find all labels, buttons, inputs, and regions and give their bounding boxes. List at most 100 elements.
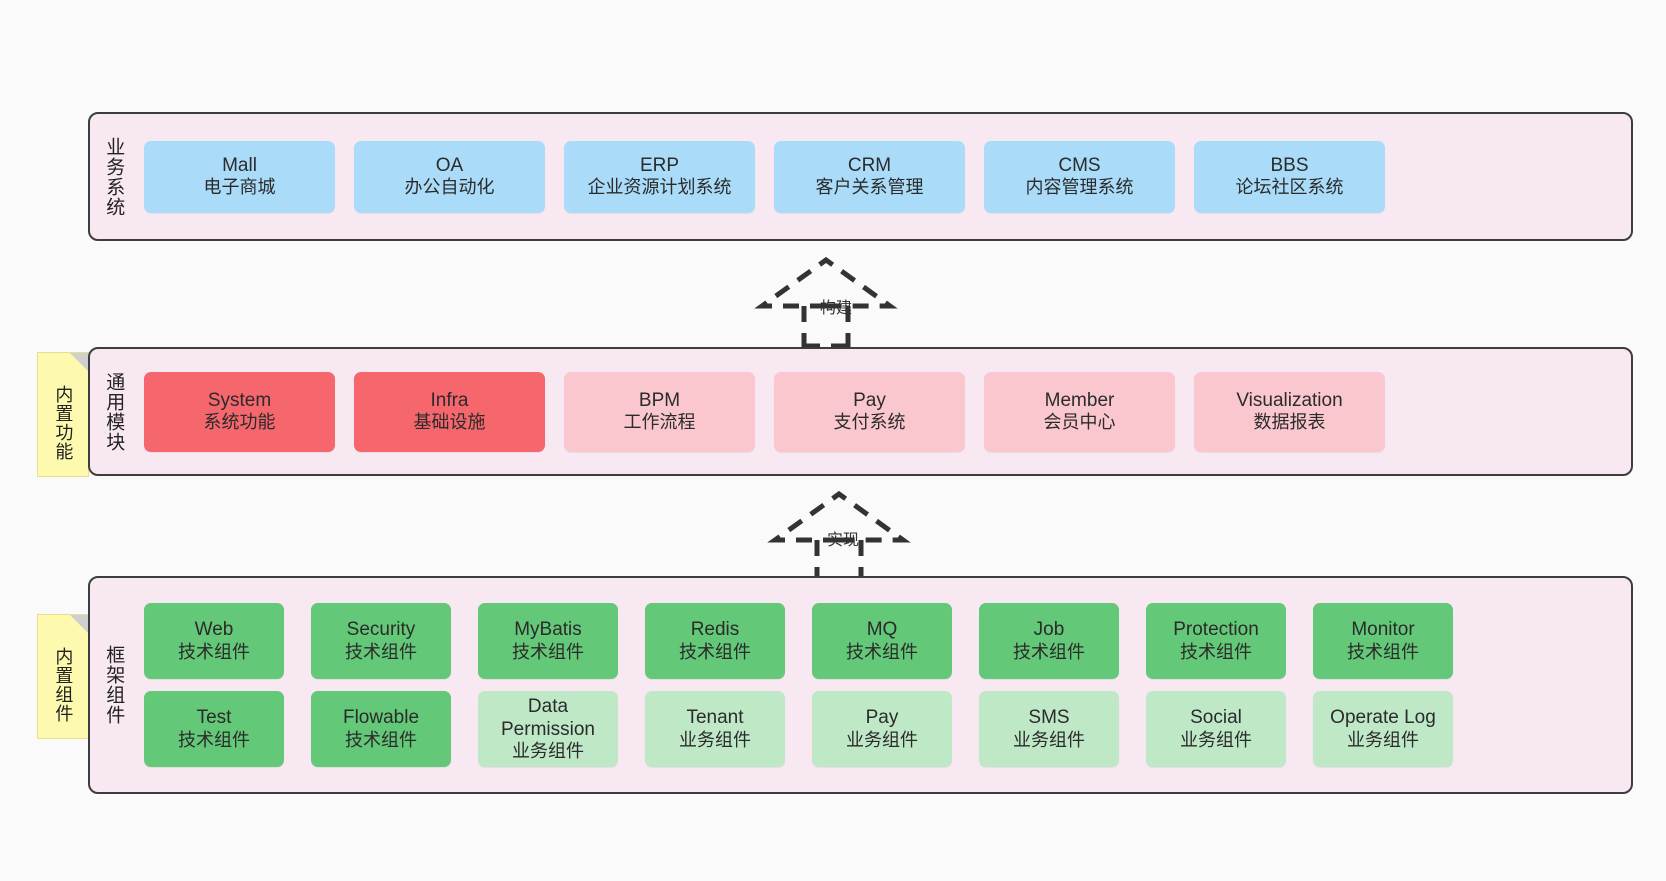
node-cn-label: 客户关系管理 xyxy=(815,177,924,198)
node-visualization[interactable]: Visualization 数据报表 xyxy=(1194,371,1385,452)
node-en-label: Visualization xyxy=(1236,389,1343,411)
node-test[interactable]: Test 技术组件 xyxy=(144,691,284,767)
node-cn-label: 数据报表 xyxy=(1253,412,1326,433)
node-cn-label: 技术组件 xyxy=(679,641,751,662)
node-en-label: BPM xyxy=(638,389,681,411)
node-en-label: Flowable xyxy=(342,707,420,729)
node-crm[interactable]: CRM 客户关系管理 xyxy=(774,140,965,213)
node-pay[interactable]: Pay 支付系统 xyxy=(774,371,965,452)
arrow-build: 构建 xyxy=(754,256,910,349)
layer-body-business-systems: Mall 电子商城 OA 办公自动化 ERP 企业资源计划系统 CRM 客户关系… xyxy=(136,114,1631,239)
node-cn-label: 业务组件 xyxy=(1180,729,1252,750)
node-member[interactable]: Member 会员中心 xyxy=(984,371,1175,452)
node-cn-label: 技术组件 xyxy=(1347,641,1419,662)
node-cn-label: 技术组件 xyxy=(345,641,417,662)
node-cn-label: 技术组件 xyxy=(846,641,918,662)
node-cn-label: 业务组件 xyxy=(1013,729,1085,750)
note-label: 内置功能 xyxy=(53,384,74,461)
node-cn-label: 业务组件 xyxy=(846,729,918,750)
arrow-build-label: 构建 xyxy=(820,300,853,317)
node-cn-label: 企业资源计划系统 xyxy=(587,177,732,198)
node-en-label: OA xyxy=(435,154,464,176)
node-security[interactable]: Security 技术组件 xyxy=(311,603,451,679)
node-cn-label: 技术组件 xyxy=(345,729,417,750)
node-cn-label: 技术组件 xyxy=(178,729,250,750)
node-protection[interactable]: Protection 技术组件 xyxy=(1146,603,1286,679)
node-cn-label: 工作流程 xyxy=(623,412,696,433)
node-en-label: CMS xyxy=(1058,154,1101,176)
node-bbs[interactable]: BBS 论坛社区系统 xyxy=(1194,140,1385,213)
layer-body-framework-components: Web 技术组件 Security 技术组件 MyBatis 技术组件 Redi… xyxy=(136,578,1631,792)
node-en-label: Member xyxy=(1044,389,1115,411)
node-en-label: Social xyxy=(1190,707,1242,729)
node-cn-label: 内容管理系统 xyxy=(1025,177,1134,198)
node-cms[interactable]: CMS 内容管理系统 xyxy=(984,140,1175,213)
node-en-label: Redis xyxy=(690,619,740,641)
node-redis[interactable]: Redis 技术组件 xyxy=(645,603,785,679)
node-en-label: Pay xyxy=(853,389,886,411)
node-en-label: Security xyxy=(346,619,416,641)
node-bpm[interactable]: BPM 工作流程 xyxy=(564,371,755,452)
node-system[interactable]: System 系统功能 xyxy=(144,371,335,452)
node-en-label: Operate Log xyxy=(1330,707,1436,729)
node-en-label: SMS xyxy=(1028,707,1070,729)
node-cn-label: 基础设施 xyxy=(413,412,486,433)
node-cn-label: 业务组件 xyxy=(679,729,751,750)
node-oa[interactable]: OA 办公自动化 xyxy=(354,140,545,213)
node-en-label: Web xyxy=(194,619,234,641)
layer-body-common-modules: System 系统功能 Infra 基础设施 BPM 工作流程 Pay 支付系统… xyxy=(136,349,1631,474)
node-cn-label: 系统功能 xyxy=(203,412,276,433)
node-en-label: Protection xyxy=(1173,619,1259,641)
node-cn-label: 技术组件 xyxy=(178,641,250,662)
node-mybatis[interactable]: MyBatis 技术组件 xyxy=(478,603,618,679)
layer-title-framework-components: 框架组件 xyxy=(103,645,125,725)
node-pay-component[interactable]: Pay 业务组件 xyxy=(812,691,952,767)
node-operate-log[interactable]: Operate Log 业务组件 xyxy=(1313,691,1453,767)
layer-title-business-systems: 业务系统 xyxy=(103,136,125,217)
node-cn-label: 会员中心 xyxy=(1043,412,1116,433)
node-en-label: Monitor xyxy=(1351,619,1415,641)
node-cn-label: 电子商城 xyxy=(203,177,276,198)
layer-title-common-modules: 通用模块 xyxy=(103,371,125,452)
arrow-implement: 实现 xyxy=(767,490,923,583)
node-en-label: BBS xyxy=(1270,154,1309,176)
node-row: System 系统功能 Infra 基础设施 BPM 工作流程 Pay 支付系统… xyxy=(136,371,1623,452)
node-cn-label: 业务组件 xyxy=(1347,729,1419,750)
node-cn-label: 支付系统 xyxy=(833,412,906,433)
node-cn-label: 技术组件 xyxy=(512,641,584,662)
node-cn-label: 技术组件 xyxy=(1180,641,1252,662)
node-en-label: Pay xyxy=(865,707,899,729)
node-social[interactable]: Social 业务组件 xyxy=(1146,691,1286,767)
node-en-label: ERP xyxy=(639,154,680,176)
node-row: Mall 电子商城 OA 办公自动化 ERP 企业资源计划系统 CRM 客户关系… xyxy=(136,140,1623,213)
node-en-label: System xyxy=(207,389,272,411)
layer-common-modules: 通用模块 System 系统功能 Infra 基础设施 BPM 工作流程 Pay… xyxy=(88,347,1633,476)
node-tenant[interactable]: Tenant 业务组件 xyxy=(645,691,785,767)
layer-framework-components: 框架组件 Web 技术组件 Security 技术组件 MyBatis 技术组件… xyxy=(88,576,1633,794)
node-cn-label: 办公自动化 xyxy=(404,177,495,198)
node-monitor[interactable]: Monitor 技术组件 xyxy=(1313,603,1453,679)
node-en-label: Data Permission xyxy=(501,695,595,741)
node-infra[interactable]: Infra 基础设施 xyxy=(354,371,545,452)
node-en-label: Mall xyxy=(222,154,257,176)
node-mall[interactable]: Mall 电子商城 xyxy=(144,140,335,213)
node-web[interactable]: Web 技术组件 xyxy=(144,603,284,679)
node-erp[interactable]: ERP 企业资源计划系统 xyxy=(564,140,755,213)
node-mq[interactable]: MQ 技术组件 xyxy=(812,603,952,679)
node-cn-label: 论坛社区系统 xyxy=(1235,177,1344,198)
node-en-label: Test xyxy=(196,707,232,729)
node-data-permission[interactable]: Data Permission 业务组件 xyxy=(478,691,618,767)
layer-business-systems: 业务系统 Mall 电子商城 OA 办公自动化 ERP 企业资源计划系统 CRM… xyxy=(88,112,1633,241)
node-job[interactable]: Job 技术组件 xyxy=(979,603,1119,679)
node-en-label: MyBatis xyxy=(514,619,582,641)
node-en-label: Tenant xyxy=(686,707,744,729)
node-flowable[interactable]: Flowable 技术组件 xyxy=(311,691,451,767)
node-en-label: Job xyxy=(1033,619,1065,641)
node-cn-label: 业务组件 xyxy=(512,741,584,762)
node-sms[interactable]: SMS 业务组件 xyxy=(979,691,1119,767)
note-builtin-features: 内置功能 xyxy=(37,352,89,477)
node-en-label: Infra xyxy=(430,389,469,411)
node-row: Web 技术组件 Security 技术组件 MyBatis 技术组件 Redi… xyxy=(136,603,1623,679)
node-row: Test 技术组件 Flowable 技术组件 Data Permission … xyxy=(136,691,1623,767)
